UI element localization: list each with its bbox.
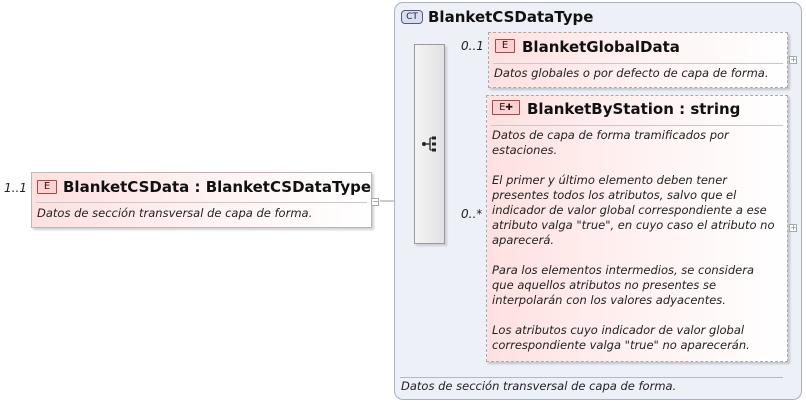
desc-line bbox=[492, 308, 782, 323]
desc-line: aparecerá. bbox=[492, 233, 555, 247]
attributes-plus-icon: ✚ bbox=[505, 103, 513, 113]
collapse-button[interactable]: − bbox=[371, 198, 379, 206]
desc-line: Para los elementos intermedios, se consi… bbox=[492, 263, 755, 277]
desc-line: presentes todos los atributos, salvo que… bbox=[492, 188, 737, 202]
complex-type-separator bbox=[400, 377, 783, 378]
desc-line bbox=[492, 158, 782, 173]
desc-line: atributo valga "true", en cuyo caso el a… bbox=[492, 218, 775, 232]
element-attributes-badge: E✚ bbox=[492, 100, 520, 115]
expand-button-2[interactable]: + bbox=[789, 224, 797, 232]
desc-line: Datos de capa de forma tramificados por bbox=[492, 128, 729, 142]
child-element-blanket-by-station[interactable]: E✚ BlanketByStation : string Datos de ca… bbox=[486, 95, 788, 362]
element-badge: E bbox=[495, 39, 515, 53]
element-badge-letter: E bbox=[499, 102, 506, 113]
root-element-title: BlanketCSData : BlanketCSDataType bbox=[63, 178, 372, 196]
element-badge: E bbox=[37, 180, 57, 194]
desc-line: correspondiente valga "true" no aparecer… bbox=[492, 338, 750, 352]
child-2-title: BlanketByStation : string bbox=[527, 100, 741, 118]
root-element-description: Datos de sección transversal de capa de … bbox=[37, 206, 313, 220]
desc-line: estaciones. bbox=[492, 143, 558, 157]
desc-line: Los atributos cuyo indicador de valor gl… bbox=[492, 323, 745, 337]
root-multiplicity: 1..1 bbox=[4, 181, 27, 195]
complex-type-description: Datos de sección transversal de capa de … bbox=[401, 379, 677, 393]
complex-type-badge: CT bbox=[401, 10, 423, 24]
child-1-separator bbox=[493, 63, 783, 64]
child-1-multiplicity: 0..1 bbox=[461, 39, 484, 53]
root-element-box[interactable]: E BlanketCSData : BlanketCSDataType Dato… bbox=[31, 172, 372, 228]
sequence-compositor[interactable] bbox=[414, 44, 445, 244]
child-element-blanket-global-data[interactable]: E BlanketGlobalData Datos globales o por… bbox=[488, 32, 788, 88]
child-2-description: Datos de capa de forma tramificados por … bbox=[492, 128, 782, 353]
desc-line: que aquellos atributos no presentes se bbox=[492, 278, 717, 292]
minus-icon: − bbox=[372, 197, 379, 206]
desc-line bbox=[492, 248, 782, 263]
child-2-multiplicity: 0..* bbox=[461, 207, 483, 221]
expand-button-1[interactable]: + bbox=[789, 56, 797, 64]
child-1-description: Datos globales o por defecto de capa de … bbox=[494, 66, 769, 80]
root-separator bbox=[36, 202, 367, 203]
sequence-compositor-icon bbox=[421, 136, 439, 157]
plus-icon: + bbox=[790, 223, 797, 232]
desc-line: El primer y último elemento deben tener bbox=[492, 173, 728, 187]
desc-line: indicador de valor global correspondient… bbox=[492, 203, 767, 217]
desc-line: interpolarán con los valores adyacentes. bbox=[492, 293, 726, 307]
child-1-title: BlanketGlobalData bbox=[522, 38, 680, 56]
plus-icon: + bbox=[790, 55, 797, 64]
child-2-separator bbox=[491, 125, 783, 126]
complex-type-title: BlanketCSDataType bbox=[428, 8, 594, 26]
